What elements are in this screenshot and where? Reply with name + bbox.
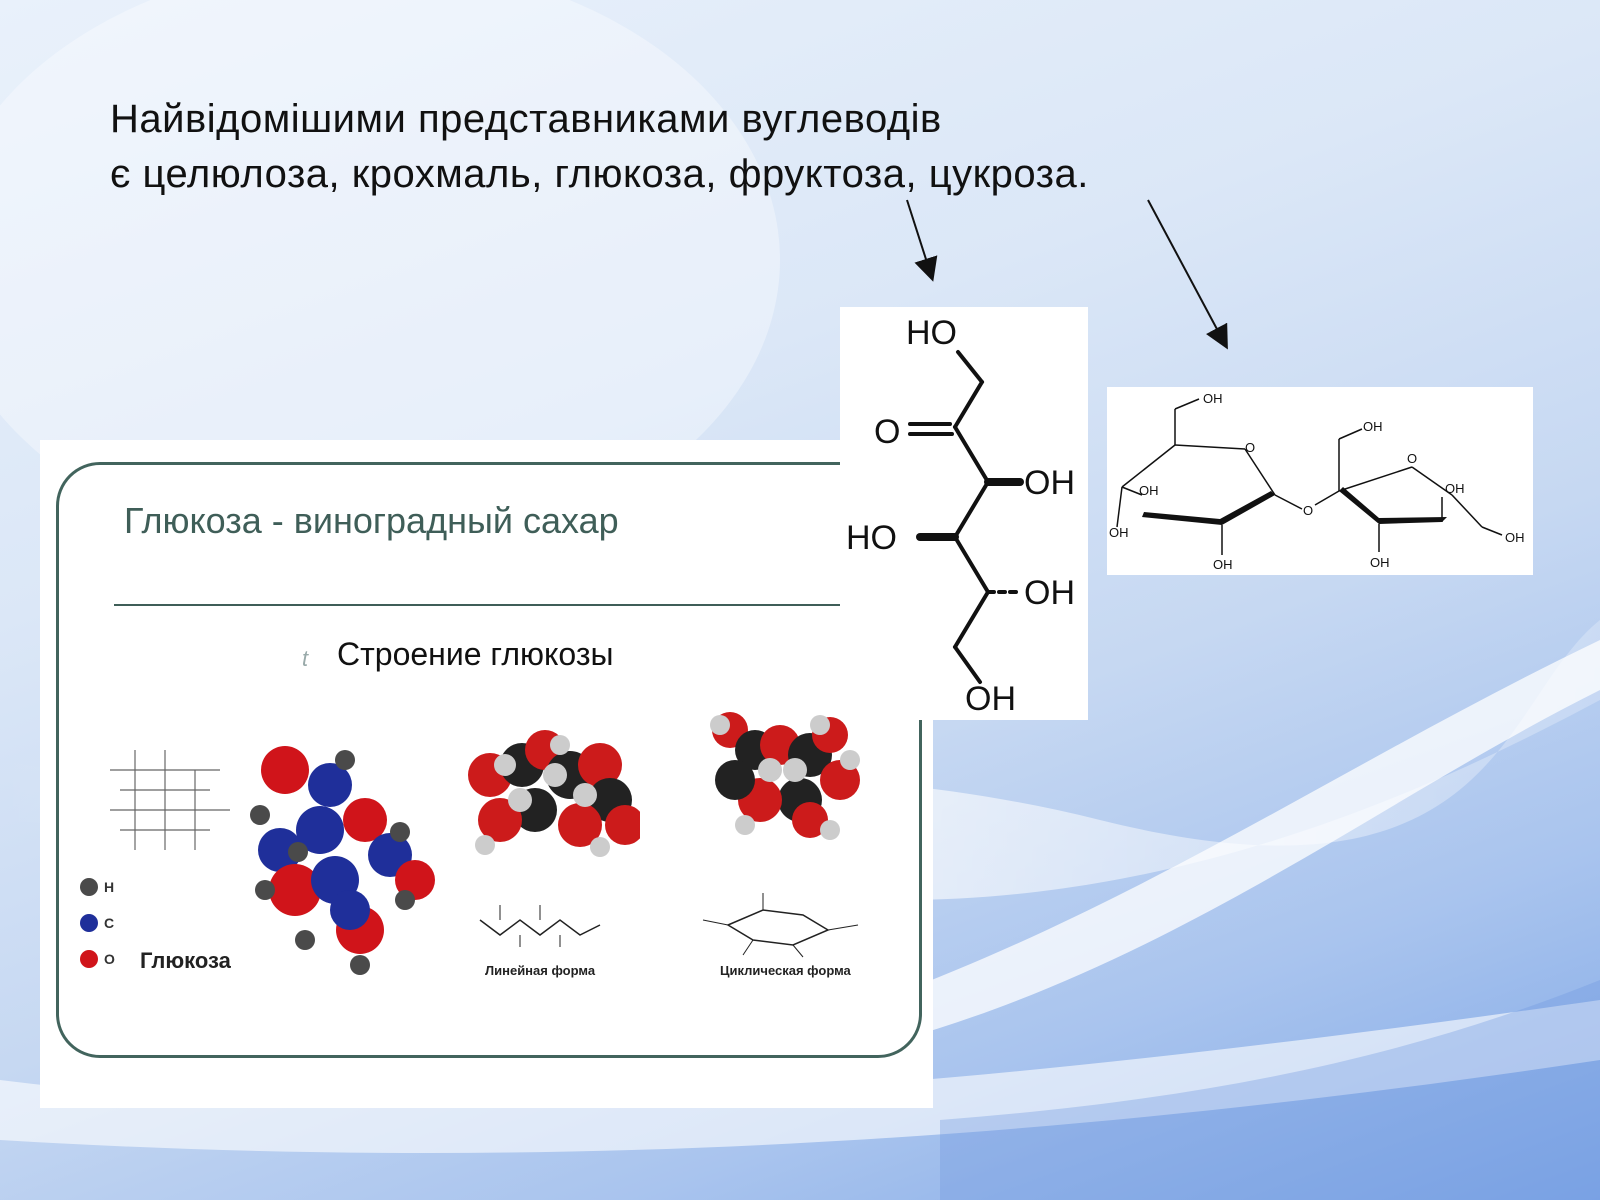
- fructose-structure: HO O OH HO OH OH: [846, 314, 1075, 718]
- sucrose-o-bridge: O: [1303, 503, 1313, 518]
- sucrose-o-ring1: O: [1245, 440, 1255, 455]
- cyclic-form-caption: Циклическая форма: [720, 963, 851, 978]
- linear-form-formula: [479, 905, 601, 947]
- fructose-structure-card: HO O OH HO OH OH: [840, 307, 1088, 720]
- headline-line-2: є целюлоза, крохмаль, глюкоза, фруктоза,…: [110, 152, 1089, 196]
- legend-hydrogen: H: [80, 878, 114, 896]
- slide-headline: Найвідомішими представниками вуглеводів …: [110, 92, 1310, 202]
- headline-line-1: Найвідомішими представниками вуглеводів: [110, 97, 942, 141]
- title-divider: [114, 604, 892, 606]
- sucrose-oh-4: OH: [1213, 557, 1233, 572]
- glucose-ball-model: [250, 746, 435, 975]
- carbon-dot: [80, 914, 98, 932]
- linear-space-filling-model: [468, 730, 640, 857]
- sucrose-oh-6: OH: [1445, 481, 1465, 496]
- panel-title: Глюкоза - виноградный сахар: [124, 500, 619, 541]
- sucrose-o-ring2: O: [1407, 451, 1417, 466]
- sucrose-oh-8: OH: [1505, 530, 1525, 545]
- legend-oxygen-label: O: [104, 951, 115, 967]
- legend-carbon-label: C: [104, 915, 115, 931]
- sucrose-structure-card: OH O OH OH OH OH O OH OH O OH OH: [1107, 387, 1533, 575]
- fructose-group-o: O: [874, 413, 900, 451]
- fructose-group-oh-1: OH: [1024, 464, 1075, 502]
- sucrose-oh-2: OH: [1139, 483, 1159, 498]
- sucrose-oh-7: OH: [1370, 555, 1390, 570]
- legend-hydrogen-label: H: [104, 879, 115, 895]
- legend-oxygen: O: [80, 950, 115, 968]
- legend-carbon: C: [80, 914, 114, 932]
- molecule-label: Глюкоза: [140, 948, 231, 973]
- glucose-skeletal-formula: [110, 750, 230, 850]
- cyclic-form-formula: [702, 893, 859, 958]
- oxygen-dot: [80, 950, 98, 968]
- linear-form-caption: Линейная форма: [485, 963, 596, 978]
- sucrose-oh-1: OH: [1203, 391, 1223, 406]
- cyclic-space-filling-model: [710, 712, 860, 840]
- sucrose-oh-3: OH: [1109, 525, 1129, 540]
- fructose-group-ho-left: HO: [846, 519, 897, 557]
- panel-subtitle: Строение глюкозы: [337, 636, 614, 672]
- subtitle-bullet: t: [302, 646, 309, 671]
- sucrose-oh-5: OH: [1363, 419, 1383, 434]
- panel-frame: [56, 462, 922, 1058]
- fructose-group-ho-top: HO: [906, 314, 957, 352]
- fructose-group-oh-2: OH: [1024, 574, 1075, 612]
- glucose-panel: Глюкоза - виноградный сахар t Строение г…: [40, 440, 933, 1108]
- sucrose-structure: OH O OH OH OH OH O OH OH O OH OH: [1109, 391, 1525, 572]
- hydrogen-dot: [80, 878, 98, 896]
- fructose-group-oh-bottom: OH: [965, 680, 1016, 718]
